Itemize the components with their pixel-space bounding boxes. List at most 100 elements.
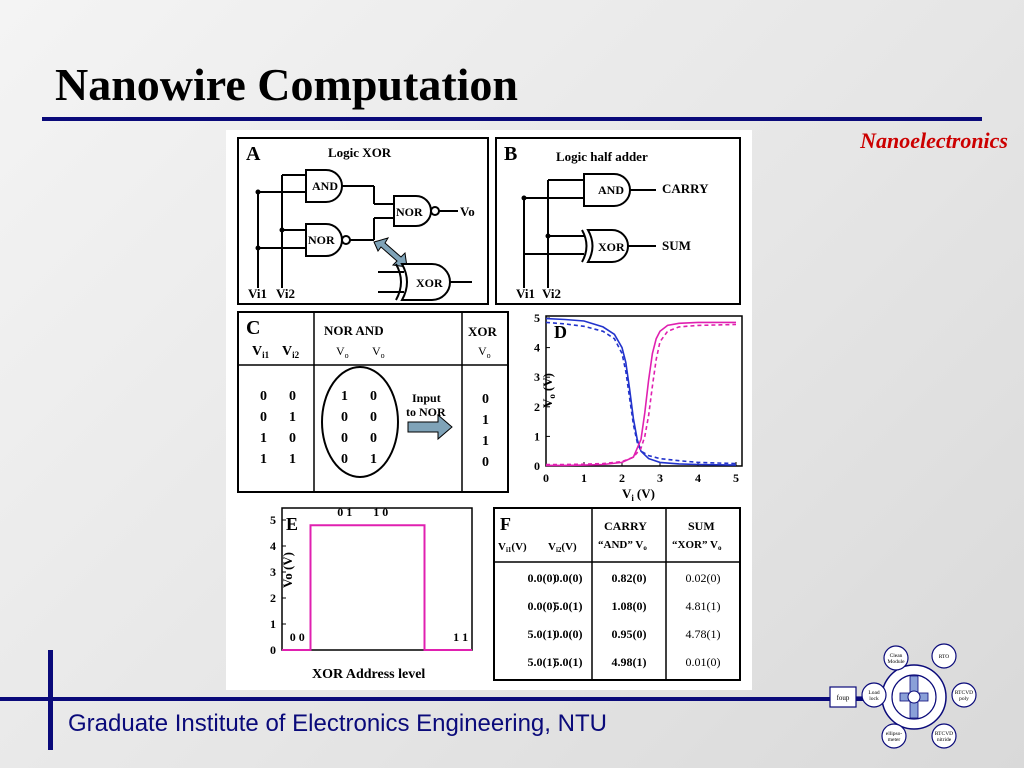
panel-b-letter: B: [504, 143, 517, 165]
logo-node-label: ellipso-meter: [886, 731, 903, 743]
panel-b-input-1: Vi1: [516, 286, 535, 301]
panel-f-header-carry-2-sub: o: [643, 544, 647, 552]
panel-f-cell: 0.82(0): [612, 571, 647, 585]
panel-c-cell-xor: 1: [482, 434, 489, 449]
panel-e-xlabel: XOR Address level: [312, 667, 425, 682]
panel-a-output: Vo: [460, 204, 475, 219]
panel-a-nor-1: NOR: [308, 233, 335, 247]
panel-f-header-vi2: Vi2(V): [548, 541, 577, 554]
panel-d-xlabel: Vi(V): [622, 486, 655, 503]
panel-c-cell-nor: 0: [341, 452, 348, 467]
panel-c-arrow-label-2: to NOR: [406, 405, 446, 419]
panel-d-xlabel-unit: (V): [637, 486, 655, 501]
panel-c-col-vi2-sub: i2: [292, 350, 300, 360]
panel-c-col-vi1-sub: i1: [262, 350, 270, 360]
panel-f-header-sum-2-v: “XOR” V: [672, 539, 718, 551]
panel-c-cell-vi1: 1: [260, 431, 267, 446]
panel-e-y-tick-label: 2: [270, 591, 276, 605]
logo-node-circle: [931, 723, 957, 749]
panel-a-input-2: Vi2: [276, 286, 295, 301]
figure-panel: A Logic XOR AND NOR NOR Vo: [226, 130, 752, 690]
panel-a-heading: Logic XOR: [328, 145, 392, 160]
panel-f-header-sum-2-sub: o: [718, 544, 722, 552]
panel-a: A Logic XOR AND NOR NOR Vo: [237, 137, 489, 305]
panel-b-heading: Logic half adder: [556, 149, 648, 164]
panel-a-letter: A: [246, 143, 261, 165]
panel-c-header-vo-2: Vo: [372, 344, 385, 360]
panel-e-y-tick-label: 4: [270, 539, 276, 553]
panel-f-cell: 1.08(0): [612, 599, 647, 613]
panel-d-y-tick-label: 3: [534, 370, 540, 384]
panel-a-nor-2: NOR: [396, 205, 423, 219]
logo-entry: foup: [837, 694, 850, 702]
panel-d-y-tick-label: 2: [534, 400, 540, 414]
title-rule: [42, 117, 982, 121]
panel-c-cell-vi2: 1: [289, 452, 296, 467]
panel-e-y-tick-label: 1: [270, 617, 276, 631]
panel-b-input-2: Vi2: [542, 286, 561, 301]
panel-f-rows: 0.0(0)0.0(0)0.82(0)0.02(0)0.0(0)5.0(1)1.…: [528, 571, 721, 669]
panel-f-cell: 5.0(1): [528, 655, 557, 669]
panel-e-ylabel: Vo (V): [280, 552, 295, 588]
panel-c-cell-vi1: 0: [260, 410, 267, 425]
panel-c-cell-vi1: 0: [260, 389, 267, 404]
panel-d-y-tick-label: 4: [534, 341, 540, 355]
panel-b: B Logic half adder AND CARRY XOR SUM Vi1…: [495, 137, 741, 305]
panel-d-series-line: [546, 321, 736, 467]
panel-e-y-tick-label: 0: [270, 643, 276, 657]
panel-f-cell: 0.95(0): [612, 627, 647, 641]
panel-f-cell: 0.0(0): [528, 599, 557, 613]
panel-d-ylabel-unit: (V): [540, 373, 555, 391]
panel-d-x-tick-label: 3: [657, 471, 663, 485]
panel-c-cell-and: 1: [370, 452, 377, 467]
panel-d-ylabel-sub: o: [547, 394, 557, 399]
panel-f-cell: 0.0(0): [554, 627, 583, 641]
panel-d-ylabel: Vo (V): [540, 373, 557, 408]
panel-c-cell-xor: 0: [482, 455, 489, 470]
logo-node-circle: [861, 682, 887, 708]
panel-c-col-vi2: Vi2: [282, 344, 300, 360]
panel-f-header-vi2-v: V: [548, 541, 556, 553]
logo-node-circle: [951, 682, 977, 708]
panel-d-x-tick-label: 1: [581, 471, 587, 485]
panel-e-y-tick-label: 5: [270, 513, 276, 527]
panel-f-header-vi1-unit: (V): [511, 541, 527, 553]
logo-node-label: RTO: [939, 654, 950, 660]
panel-c-header-vo-2-sub: o: [381, 351, 385, 360]
panel-c-header-vo-1-v: V: [336, 344, 345, 358]
panel-f-cell: 4.81(1): [686, 599, 721, 613]
panel-b-sum: SUM: [662, 238, 691, 253]
panel-f-header-carry-1: CARRY: [604, 519, 647, 533]
panel-d-x-tick-label: 4: [695, 471, 701, 485]
panel-d-letter: D: [554, 322, 567, 342]
panel-e-y-tick-label: 3: [270, 565, 276, 579]
panel-e-annotation: 0 0: [290, 630, 305, 644]
slide-subtitle: Nanoelectronics: [860, 128, 1008, 153]
panel-f-cell: 4.78(1): [686, 627, 721, 641]
slide-title: Nanowire Computation: [55, 59, 519, 110]
panel-c-header-vo-1: Vo: [336, 344, 349, 360]
panel-f-cell: 5.0(1): [528, 627, 557, 641]
panel-c-header-vo-1-sub: o: [345, 351, 349, 360]
panel-f-header-sum-1: SUM: [688, 519, 715, 533]
panel-d-y-tick-label: 1: [534, 429, 540, 443]
panel-c-cell-nor: 0: [341, 431, 348, 446]
panel-f-header-vi2-unit: (V): [561, 541, 577, 553]
panel-f-header-vi2-sub: i2: [556, 546, 562, 554]
panel-c: C Vi1 Vi2 NOR AND Vo Vo XOR Vo Input to …: [237, 311, 509, 493]
logo-node-circle: [883, 645, 909, 671]
panel-c-letter: C: [246, 317, 260, 339]
panel-c-col-vi1-v: V: [252, 344, 262, 359]
panel-e-letter: E: [286, 514, 298, 534]
panel-d-ylabel-v: V: [540, 398, 555, 408]
panel-f-table: F Vi1(V) Vi2(V) CARRY “AND” Vo SUM “XOR”…: [493, 507, 741, 681]
panel-f-header-vi1-sub: i1: [506, 546, 512, 554]
